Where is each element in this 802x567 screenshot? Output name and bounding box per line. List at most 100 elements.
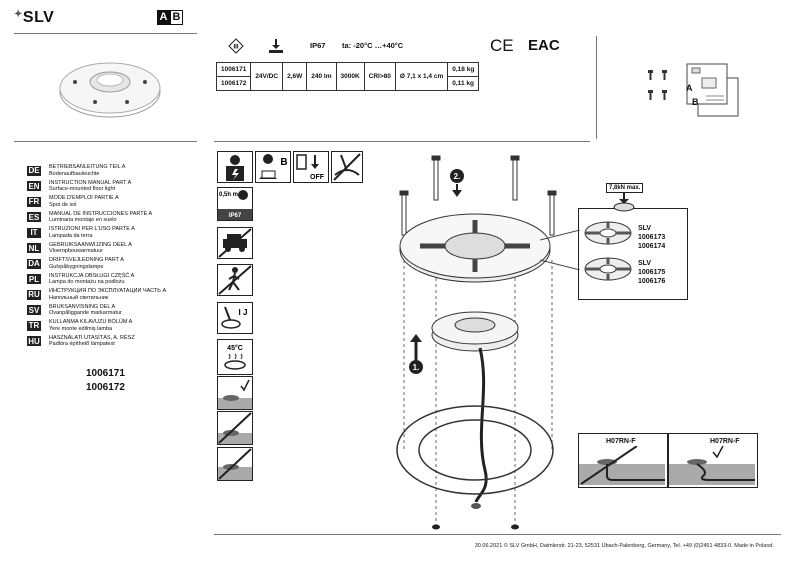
lang-code: IT	[27, 227, 41, 238]
color-temperature: 3000K	[335, 62, 365, 91]
lang-code: HU	[27, 336, 41, 347]
lang-code: PL	[27, 274, 41, 285]
manual-a-label: A	[686, 83, 693, 93]
part-b-badge: B	[170, 10, 183, 25]
product-code: 1006173	[638, 234, 666, 241]
footer-text: 30.06.2021 © SLV GmbH, Daimlerstr. 21-23…	[474, 543, 774, 549]
manuals-icon	[686, 63, 739, 117]
lang-title: INSTRUKCJA OBSŁUGI CZĘŚĆ A	[49, 272, 135, 279]
lang-title: BRUKSANVISNING DEL A	[49, 303, 116, 310]
power-off-icon: OFF	[293, 151, 329, 183]
installation-wrong-icon	[217, 411, 253, 445]
ce-mark: CE	[490, 36, 514, 55]
product-code: 1006172	[215, 76, 252, 91]
screws-icon	[648, 70, 667, 100]
svg-text:0,5h max: 0,5h max	[219, 192, 245, 198]
lang-code: RU	[27, 289, 41, 300]
cable-type-label: H07RN-F	[710, 438, 740, 445]
product-code: 1006171	[86, 368, 125, 379]
logo-star-icon: ✦	[14, 9, 23, 20]
no-cover-icon	[331, 151, 363, 183]
lang-title: KULLANMA KILAVUZU BÖLÜM A	[49, 319, 133, 326]
svg-text:45°C: 45°C	[227, 344, 243, 352]
product-code: 1006176	[638, 278, 666, 285]
dimensions: Ø 7,1 x 1,4 cm	[394, 62, 449, 91]
cri: CRI>80	[363, 62, 396, 91]
lang-title: MANUAL DE INSTRUCCIONES PARTE A	[49, 210, 153, 217]
svg-text:IP67: IP67	[229, 213, 242, 219]
lang-code: SV	[27, 305, 41, 316]
divider	[214, 534, 781, 535]
cable-wrong-drawing	[579, 446, 665, 485]
svg-text:1.: 1.	[413, 363, 420, 372]
cover-codes-2: SLV 1006175 1006176	[638, 259, 665, 286]
lang-subtitle: Lampa do montażu na podłożu	[49, 279, 125, 286]
product-code: 1006175	[638, 269, 666, 276]
svg-text:B: B	[280, 157, 287, 168]
lang-code: FR	[27, 196, 41, 207]
walk-over-icon	[217, 264, 253, 296]
load-icon	[613, 192, 635, 212]
power: 2,6W	[282, 62, 308, 91]
brand-text: SLV	[638, 225, 652, 232]
spec-table: 1006171 24V/DC 2,6W 240 lm 3000K CRI>80 …	[215, 62, 480, 91]
part-indicator: A B	[157, 10, 183, 25]
svg-text:2.: 2.	[454, 172, 461, 181]
manual-b-label: B	[692, 97, 699, 107]
lang-code: DA	[27, 258, 41, 269]
lang-title: INSTRUCTION MANUAL PART A	[49, 179, 132, 186]
product-code: 1006174	[638, 243, 666, 250]
protection-class-iii-icon: III	[228, 38, 244, 54]
ambient-temp: ta: -20°C …+40°C	[342, 41, 404, 50]
impact-rating-icon: I J	[217, 302, 253, 334]
lang-code: EN	[27, 181, 41, 192]
divider	[14, 141, 197, 142]
assembly-diagram: 1. 2.	[396, 155, 557, 530]
no-vehicle-icon	[217, 227, 253, 259]
callout-lines	[540, 230, 580, 270]
eac-mark: EAC	[528, 37, 560, 54]
lang-code: ES	[27, 212, 41, 223]
lang-title: GEBRUIKSAANWIJZING DEEL A	[49, 241, 132, 248]
brand-text: SLV	[638, 260, 652, 267]
installation-correct-icon	[217, 376, 253, 410]
divider	[596, 36, 597, 139]
luminous-flux: 240 lm	[306, 62, 337, 91]
product-code: 1006172	[86, 382, 125, 393]
lang-title: ИНСТРУКЦИЯ ПО ЭКСПЛУАТАЦИИ ЧАСТЬ А	[49, 288, 167, 295]
cover-codes-1: SLV 1006173 1006174	[638, 224, 665, 251]
lang-code: TR	[27, 320, 41, 331]
divider	[14, 33, 197, 34]
submersion-time-icon: 0,5h max IP67	[217, 187, 253, 221]
lang-subtitle: Surface-mounted floor light	[49, 186, 116, 193]
divider	[214, 141, 590, 142]
surface-temperature-icon: 45°C	[217, 339, 253, 375]
svg-text:III: III	[233, 45, 238, 51]
cover-variants-image	[584, 221, 632, 281]
lang-title: ISTRUZIONI PER L'USO PARTE A	[49, 226, 135, 233]
electrician-icon	[217, 151, 253, 183]
lang-subtitle: Spot de sol	[49, 201, 77, 208]
cable-right-drawing	[669, 446, 755, 485]
lang-subtitle: Lampada da terra	[49, 232, 93, 239]
ip-rating: IP67	[310, 41, 326, 50]
lang-title: DRIFTSVEJLEDNING PART A	[49, 257, 124, 264]
part-a-badge: A	[157, 10, 170, 25]
lang-subtitle: Luminaria montaje en suelo	[49, 217, 117, 224]
lang-subtitle: Напольный светильник	[49, 294, 109, 301]
lang-subtitle: Ovanpåliggande markarmatur	[49, 310, 122, 317]
lang-subtitle: Padlóra építhető lámpatest	[49, 341, 115, 348]
lang-title: BETRIEBSANLEITUNG TEIL A	[49, 164, 126, 171]
voltage: 24V/DC	[250, 62, 284, 91]
